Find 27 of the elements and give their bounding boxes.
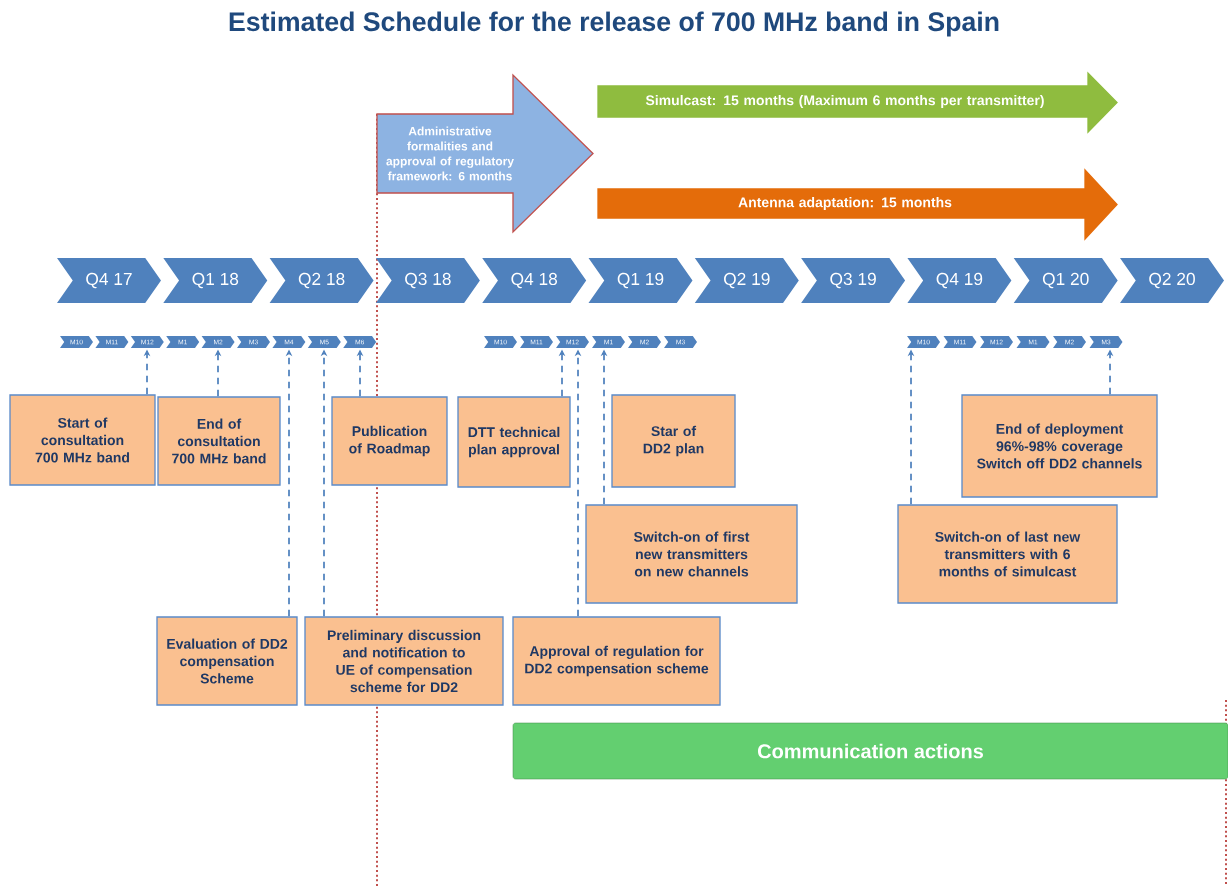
timeline-segment: Q4 19 [907, 258, 1012, 303]
milestone-box: End of deployment 96%-98% coverage Switch off DD2 channels [961, 394, 1158, 498]
timeline-segment: Q2 19 [694, 258, 799, 303]
milestone-box: Publication of Roadmap [331, 396, 448, 486]
duration-bar: Simulcast: 15 months (Maximum 6 months per transmitter) [597, 71, 1118, 134]
milestone-box: Approval of regulation for DD2 compensation scheme [512, 616, 721, 706]
duration-bar: Antenna adaptation: 15 months [597, 168, 1118, 241]
milestone-box: Evaluation of DD2 compensation Scheme [156, 616, 298, 706]
timeline-segment: Q1 18 [163, 258, 268, 303]
milestone-box: DTT technical plan approval [457, 396, 571, 488]
timeline-segment: Q1 19 [588, 258, 693, 303]
timeline-segment: Q3 19 [801, 258, 906, 303]
milestone-box: End of consultation 700 MHz band [157, 396, 281, 486]
title: Estimated Schedule for the release of 700 MHz band in Spain [229, 11, 999, 37]
milestone-box: Switch-on of first new transmitters on new channels [585, 504, 798, 604]
milestone-box: Start of consultation 700 MHz band [9, 394, 156, 486]
timeline-segment: Q4 18 [482, 258, 587, 303]
timeline-segment: Q2 18 [269, 258, 374, 303]
timeline-segment: Q3 18 [375, 258, 480, 303]
timeline-segment: Q1 20 [1013, 258, 1118, 303]
milestone-box: Preliminary discussion and notification to UE of compensation scheme for DD2 [304, 616, 504, 706]
duration-bar: Administrative formalities and approval of regulatory framework: 6 months [376, 73, 594, 234]
timeline-segment: Q4 17 [57, 258, 161, 303]
timeline-segment: Q2 20 [1120, 258, 1224, 303]
milestone-box: Star of DD2 plan [611, 394, 736, 488]
milestone-box: Switch-on of last new transmitters with 6 months of simulcast [897, 504, 1118, 604]
activity-bar: Communication actions [512, 722, 1228, 780]
